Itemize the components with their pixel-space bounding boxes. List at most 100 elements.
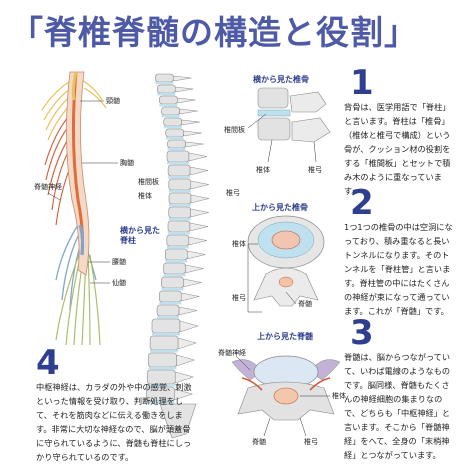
vertebra-process bbox=[188, 236, 207, 246]
vertebra bbox=[167, 220, 191, 233]
sacrum bbox=[159, 403, 197, 439]
section-1-text: 背骨は、医学用語で「脊柱」と言います。脊柱は「椎骨」（椎体と椎弓で構成）という骨… bbox=[344, 102, 451, 196]
intervertebral-disc bbox=[163, 274, 186, 277]
intervertebral-disc bbox=[168, 190, 191, 193]
label-thoracic: 胸髄 bbox=[120, 159, 134, 167]
vertebra bbox=[166, 150, 190, 163]
vertebra bbox=[167, 164, 191, 177]
vertebra bbox=[168, 178, 192, 191]
intervertebral-disc bbox=[165, 137, 184, 140]
intervertebral-disc bbox=[168, 218, 191, 221]
label-nerve-root-panel3: 脊髄神経 bbox=[218, 349, 246, 357]
vertebra-process bbox=[185, 264, 204, 274]
intervertebral-disc bbox=[157, 316, 180, 319]
vertebra bbox=[161, 276, 184, 289]
vertebra-process bbox=[185, 141, 204, 148]
label-sacral: 仙髄 bbox=[112, 279, 126, 287]
vertebra bbox=[149, 335, 179, 351]
label-arch-panel1: 椎弓 bbox=[308, 166, 322, 174]
label-cervical: 頸髄 bbox=[106, 97, 120, 105]
vertebra-process bbox=[179, 320, 199, 333]
vertebra-process bbox=[188, 152, 208, 162]
intervertebral-disc bbox=[167, 162, 190, 165]
intervertebral-disc bbox=[150, 350, 179, 353]
vertebra-process bbox=[189, 166, 209, 176]
vertebra bbox=[165, 128, 185, 138]
vertebra-process bbox=[176, 354, 196, 367]
vertebra-process bbox=[181, 119, 200, 126]
intervertebral-disc bbox=[146, 401, 175, 404]
vertebra-process bbox=[181, 292, 200, 302]
vertebra bbox=[148, 352, 177, 368]
section-3-number: 3 bbox=[350, 313, 374, 353]
section-2-text: 1つ1つの椎骨の中は空洞になっており、積み重なると長いトンネルになります。そのト… bbox=[344, 222, 453, 316]
label-disc-skeleton: 椎間板 bbox=[138, 178, 159, 186]
vertebra-top-panel bbox=[247, 215, 325, 313]
intervertebral-disc bbox=[167, 232, 190, 235]
nerve-diagram bbox=[41, 71, 118, 346]
vertebra bbox=[156, 304, 180, 317]
vertebra-process bbox=[190, 194, 210, 204]
vertebra bbox=[158, 290, 182, 303]
vertebra-process bbox=[174, 388, 194, 401]
vertebra-process bbox=[183, 130, 202, 137]
vertebra-process bbox=[189, 222, 209, 232]
vertebra-process bbox=[187, 250, 206, 260]
vertebra bbox=[163, 117, 183, 127]
label-body-panel1: 椎体 bbox=[256, 166, 270, 174]
panel-top-vertebra-heading: 上から見た椎骨 bbox=[252, 203, 308, 212]
intervertebral-disc bbox=[163, 126, 182, 129]
label-spinal-nerve: 脊髄神経 bbox=[34, 183, 62, 191]
vertebra-process bbox=[177, 97, 196, 104]
vertebra bbox=[155, 73, 174, 83]
vertebra-process bbox=[173, 75, 192, 82]
vertebra bbox=[159, 95, 178, 105]
cord-top-panel bbox=[231, 355, 341, 437]
label-body-panel3: 椎体 bbox=[332, 392, 346, 400]
label-disc-panel1: 椎間板 bbox=[224, 126, 245, 134]
vertebra bbox=[156, 84, 176, 94]
label-arch-skeleton: 椎弓 bbox=[226, 189, 240, 197]
intervertebral-disc bbox=[152, 333, 181, 336]
vertebra-process bbox=[183, 278, 202, 288]
intervertebral-disc bbox=[147, 384, 176, 387]
vertebra-process bbox=[179, 108, 198, 115]
label-arch-panel3: 椎弓 bbox=[304, 438, 318, 446]
intervertebral-disc bbox=[165, 260, 188, 263]
label-cord-panel3: 脊髄 bbox=[252, 438, 266, 446]
vertebra-process bbox=[177, 337, 197, 350]
section-4-text: 中枢神経は、カラダの外や中の感覚、刺激といった情報を受け取り、判断処理をして、そ… bbox=[36, 382, 192, 462]
label-vertebral-body-skeleton: 椎体 bbox=[138, 192, 152, 200]
section-1-number: 1 bbox=[350, 63, 374, 103]
vertebra-process bbox=[175, 86, 194, 93]
label-lumbar: 腰髄 bbox=[112, 258, 126, 266]
section-4-number: 4 bbox=[36, 343, 60, 383]
intervertebral-disc bbox=[168, 204, 191, 207]
section-3-text: 脊髄は、脳からつながっていて、いわば電線のようなものです。脳同様、脊髄もたくさん… bbox=[344, 352, 451, 460]
intervertebral-disc bbox=[148, 367, 177, 370]
label-side-view-spine: 横から見た 脊柱 bbox=[120, 226, 160, 245]
intervertebral-disc bbox=[159, 104, 178, 107]
panel-top-cord-heading: 上から見た脊髄 bbox=[257, 332, 313, 341]
vertebra bbox=[151, 318, 181, 334]
vertebra bbox=[163, 262, 186, 275]
vertebra-process bbox=[190, 180, 209, 190]
intervertebral-disc bbox=[168, 176, 191, 179]
vertebra bbox=[165, 248, 188, 261]
intervertebral-disc bbox=[159, 302, 182, 305]
intervertebral-disc bbox=[166, 246, 189, 249]
vertebra bbox=[168, 206, 192, 219]
spine-side-view bbox=[146, 73, 210, 439]
vertebra-process bbox=[174, 371, 195, 384]
label-arch-panel2: 椎弓 bbox=[232, 294, 246, 302]
intervertebral-disc bbox=[167, 148, 186, 151]
intervertebral-disc bbox=[161, 288, 184, 291]
vertebra-side-panel bbox=[247, 87, 331, 163]
panel-side-vertebra-heading: 横から見た椎骨 bbox=[253, 75, 309, 84]
label-body-panel2: 椎体 bbox=[232, 240, 246, 248]
label-cord-panel2: 脊髄 bbox=[298, 300, 312, 308]
intervertebral-disc bbox=[155, 82, 174, 85]
vertebra bbox=[167, 139, 186, 149]
vertebra-process bbox=[178, 306, 198, 316]
